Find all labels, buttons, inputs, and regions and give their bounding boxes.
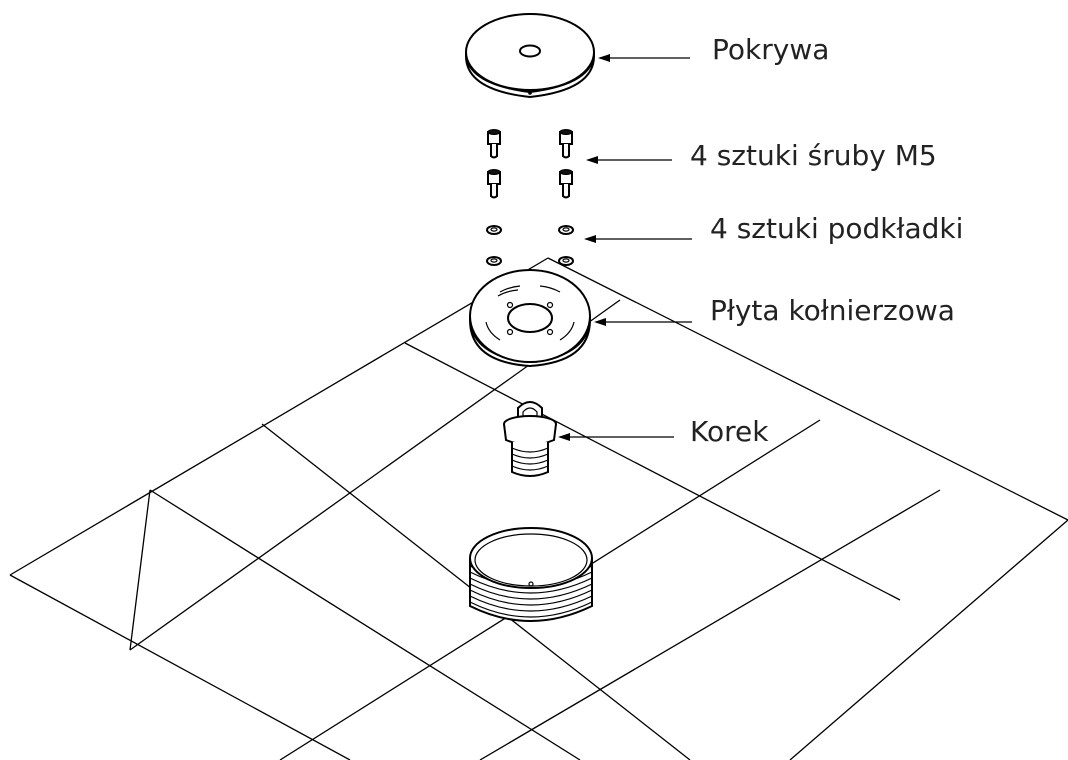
screw-3 (487, 169, 501, 199)
screw-2 (559, 129, 573, 159)
label-flange-plate: Płyta kołnierzowa (710, 294, 955, 327)
label-plug: Korek (690, 415, 769, 448)
drain-housing (469, 527, 593, 622)
screws (487, 129, 573, 199)
washers (486, 225, 574, 266)
screw-1 (487, 129, 501, 159)
washer-3 (486, 256, 502, 266)
screw-4 (559, 169, 573, 199)
label-cover: Pokrywa (712, 33, 830, 66)
flange-plate (469, 269, 591, 368)
callout-leaders (558, 54, 692, 441)
washer-4 (558, 256, 574, 266)
label-screws: 4 sztuki śruby M5 (690, 139, 937, 172)
washer-2 (558, 225, 574, 235)
label-washers: 4 sztuki podkładki (710, 212, 964, 245)
washer-1 (486, 225, 502, 235)
plug (503, 401, 557, 477)
cover-disc (465, 13, 595, 99)
